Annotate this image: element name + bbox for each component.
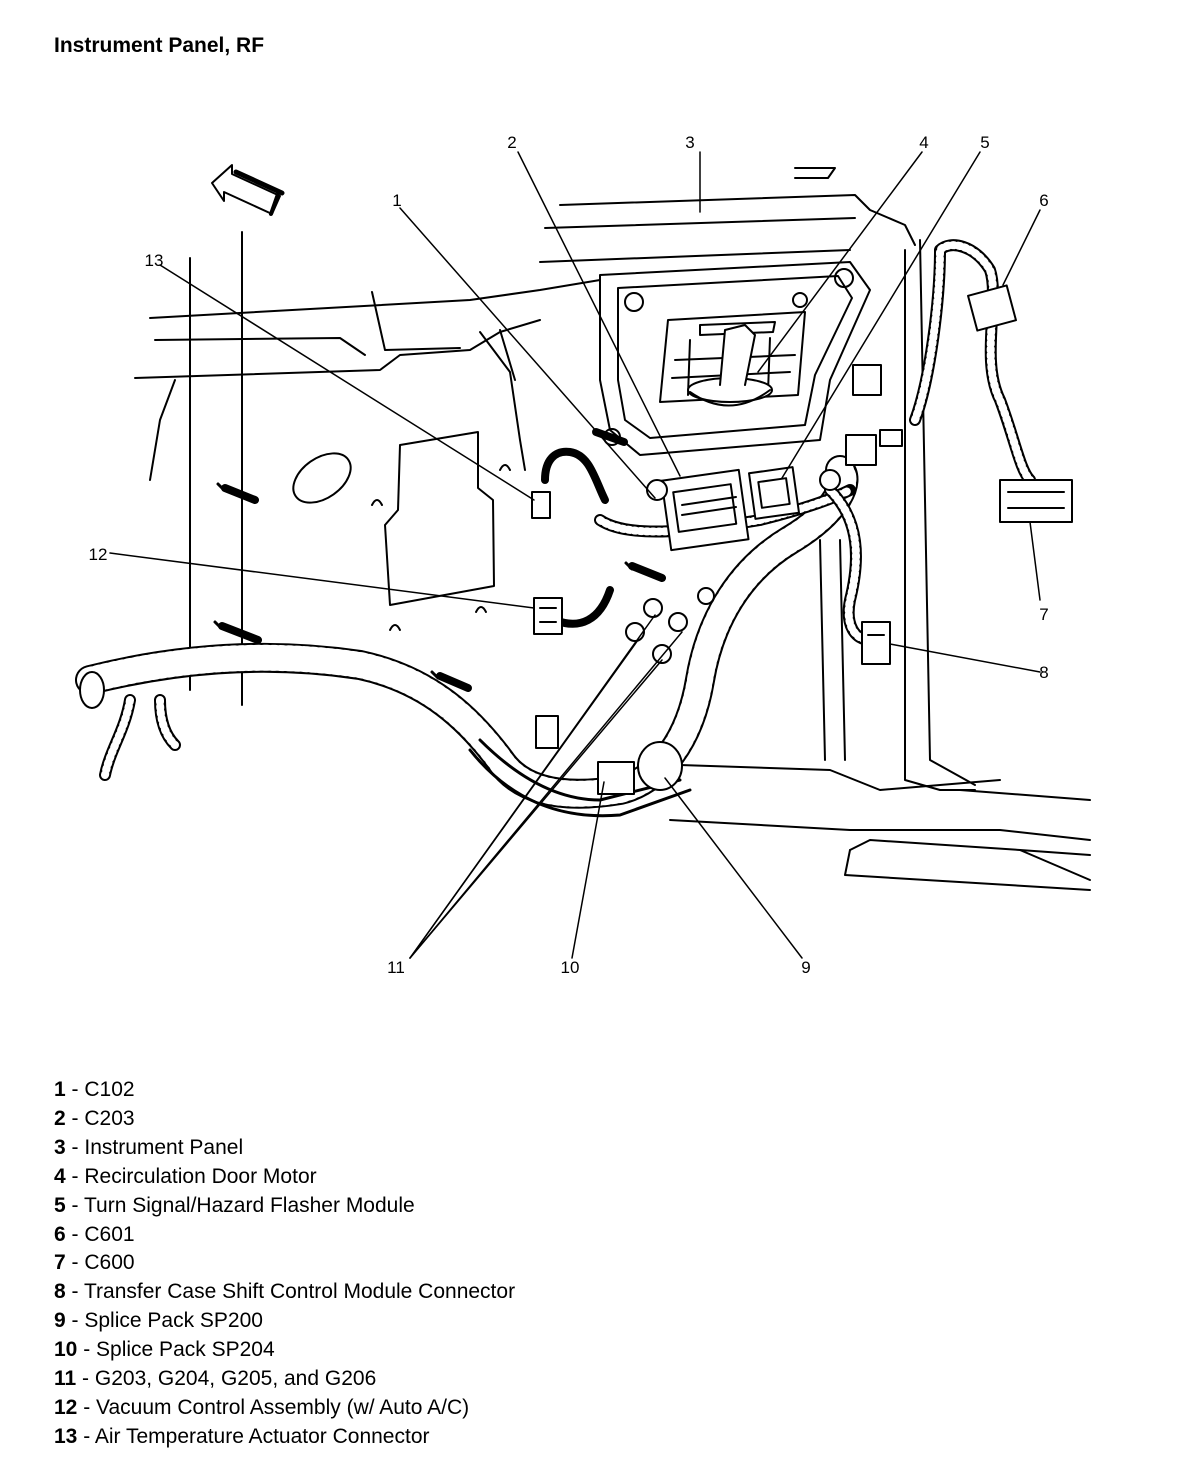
callout-9: 9 — [801, 958, 810, 977]
callout-3: 3 — [685, 133, 694, 152]
callout-labels: 1 2 3 4 5 6 7 8 9 10 11 12 13 — [89, 133, 1049, 977]
legend-separator: - — [65, 1193, 84, 1217]
legend-item-5: 5 - Turn Signal/Hazard Flasher Module — [54, 1192, 515, 1221]
legend-separator: - — [65, 1135, 85, 1159]
callout-13: 13 — [145, 251, 164, 270]
legend-item-13: 13 - Air Temperature Actuator Connector — [54, 1423, 515, 1452]
callout-12: 12 — [89, 545, 108, 564]
legend-number: 4 — [54, 1164, 66, 1188]
legend-separator: - — [77, 1395, 97, 1419]
legend-number: 13 — [54, 1424, 78, 1448]
stud-bolts — [213, 428, 666, 692]
legend-separator: - — [65, 1251, 85, 1275]
leader-lines — [109, 151, 1041, 959]
legend-text: Turn Signal/Hazard Flasher Module — [83, 1193, 415, 1217]
legend-separator: - — [76, 1367, 95, 1391]
connectors — [531, 284, 1073, 795]
callout-10: 10 — [561, 958, 580, 977]
legend-text: C102 — [84, 1078, 135, 1101]
legend-item-4: 4 - Recirculation Door Motor — [54, 1163, 515, 1192]
page-title: Instrument Panel, RF — [54, 34, 265, 57]
callout-11: 11 — [387, 958, 405, 977]
legend-item-2: 2 - C203 — [54, 1105, 515, 1134]
legend-text: Vacuum Control Assembly (w/ Auto A/C) — [96, 1395, 470, 1419]
legend-text: Recirculation Door Motor — [84, 1164, 317, 1188]
legend-text: C203 — [84, 1106, 135, 1130]
instrument-panel-diagram: 1 2 3 4 5 6 7 8 9 10 11 12 13 — [75, 133, 1091, 977]
legend-text: Instrument Panel — [84, 1135, 244, 1159]
legend-number: 2 — [54, 1106, 66, 1130]
callout-6: 6 — [1039, 191, 1048, 210]
legend-item-9: 9 - Splice Pack SP200 — [54, 1307, 515, 1336]
legend-text: G203, G204, G205, and G206 — [94, 1367, 377, 1391]
instrument-panel-body — [134, 167, 1091, 891]
access-panel — [292, 431, 511, 631]
legend-separator: - — [65, 1164, 85, 1188]
legend-text: C601 — [84, 1222, 135, 1246]
legend-separator: - — [77, 1424, 95, 1448]
legend-number: 5 — [54, 1193, 66, 1217]
legend-item-1: 1 - C102 — [54, 1076, 515, 1105]
legend-item-12: 12 - Vacuum Control Assembly (w/ Auto A/… — [54, 1394, 515, 1423]
legend-text: Air Temperature Actuator Connector — [94, 1424, 430, 1448]
legend-item-8: 8 - Transfer Case Shift Control Module C… — [54, 1278, 515, 1307]
legend-number: 7 — [54, 1251, 66, 1275]
legend-separator: - — [65, 1280, 84, 1304]
legend-item-11: 11 - G203, G204, G205, and G206 — [54, 1365, 515, 1394]
legend-text: C600 — [84, 1251, 135, 1275]
callout-8: 8 — [1039, 663, 1048, 682]
legend-number: 11 — [54, 1367, 77, 1391]
legend-text: Transfer Case Shift Control Module Conne… — [83, 1280, 516, 1304]
legend-separator: - — [65, 1222, 85, 1246]
legend-number: 8 — [54, 1280, 66, 1304]
legend-item-6: 6 - C601 — [54, 1221, 515, 1250]
legend-text: Splice Pack SP200 — [84, 1309, 263, 1333]
recirculation-housing — [599, 261, 871, 456]
legend: 1 - C102 2 - C203 3 - Instrument Panel 4… — [54, 1076, 515, 1452]
legend-text: Splice Pack SP204 — [96, 1338, 275, 1362]
legend-number: 10 — [54, 1338, 78, 1362]
callout-2: 2 — [507, 133, 516, 152]
legend-item-10: 10 - Splice Pack SP204 — [54, 1336, 515, 1365]
callout-7: 7 — [1039, 605, 1048, 624]
legend-separator: - — [65, 1078, 85, 1101]
legend-number: 12 — [54, 1395, 78, 1419]
legend-separator: - — [65, 1309, 85, 1333]
legend-item-3: 3 - Instrument Panel — [54, 1134, 515, 1163]
callout-4: 4 — [919, 133, 928, 152]
legend-item-7: 7 - C600 — [54, 1249, 515, 1278]
legend-separator: - — [77, 1338, 97, 1362]
legend-number: 6 — [54, 1222, 66, 1246]
legend-number: 3 — [54, 1135, 66, 1159]
legend-number: 9 — [54, 1309, 66, 1333]
forward-arrow-icon — [211, 164, 285, 216]
legend-separator: - — [65, 1106, 85, 1130]
legend-number: 1 — [54, 1078, 66, 1101]
callout-5: 5 — [980, 133, 989, 152]
callout-1: 1 — [392, 191, 401, 210]
